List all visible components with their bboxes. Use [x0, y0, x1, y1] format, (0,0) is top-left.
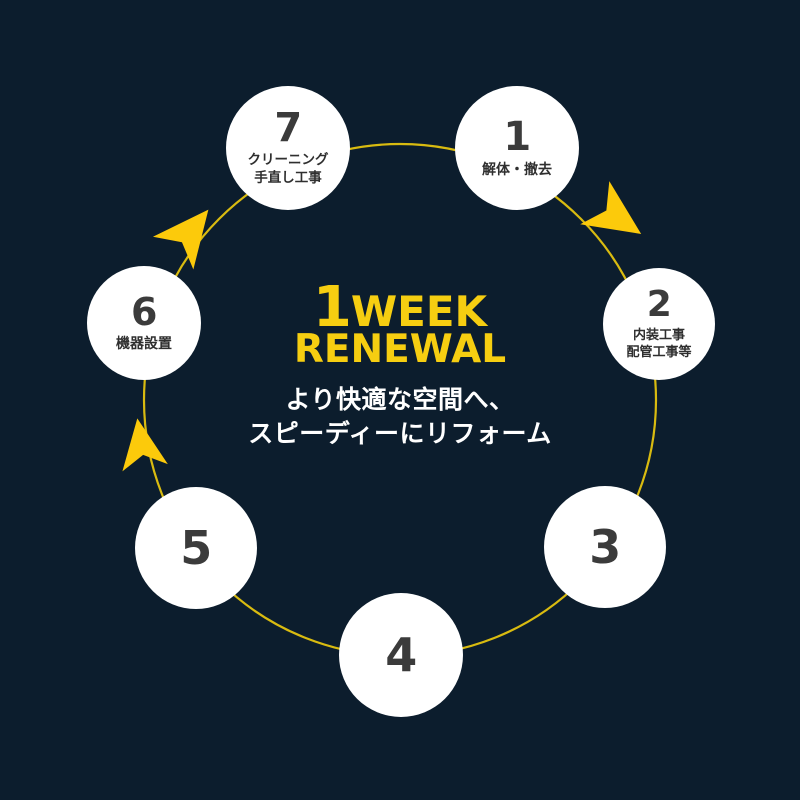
headline-word: WEEK [350, 286, 488, 336]
headline-row: 1 WEEK [200, 275, 600, 340]
step-number-4: 4 [385, 628, 417, 682]
center-subtitle: より快適な空間へ、 スピーディーにリフォーム [248, 384, 552, 449]
step-label-1: 解体・撤去 [482, 161, 552, 178]
step-node-6[interactable]: 6 機器設置 [87, 266, 201, 380]
step-number-2: 2 [646, 283, 672, 325]
headline-second-line: RENEWAL [293, 326, 507, 372]
step-number-3: 3 [589, 520, 621, 574]
step-label-6: 機器設置 [116, 335, 172, 352]
arrow-step5-to-step6 [122, 418, 168, 472]
step-number-7: 7 [274, 105, 302, 152]
step-node-4[interactable]: 4 [339, 593, 463, 717]
step-label-7: クリーニング 手直し工事 [247, 152, 329, 186]
step-node-5[interactable]: 5 [135, 487, 257, 609]
step-node-2[interactable]: 2 内装工事 配管工事等 [603, 268, 715, 380]
step-node-1[interactable]: 1 解体・撤去 [455, 86, 579, 210]
center-message-block: 1 WEEK RENEWAL より快適な空間へ、 スピーディーにリフォーム [200, 275, 600, 452]
step-number-6: 6 [131, 289, 157, 334]
step-number-1: 1 [503, 113, 531, 160]
step-label-2: 内装工事 配管工事等 [626, 327, 692, 360]
step-node-7[interactable]: 7 クリーニング 手直し工事 [226, 86, 350, 210]
step-number-5: 5 [180, 521, 212, 575]
arrow-step6-to-step7 [152, 209, 209, 270]
step-node-3[interactable]: 3 [544, 486, 666, 608]
headline-number: 1 [312, 275, 352, 340]
arrow-step1-to-step2 [580, 181, 642, 235]
